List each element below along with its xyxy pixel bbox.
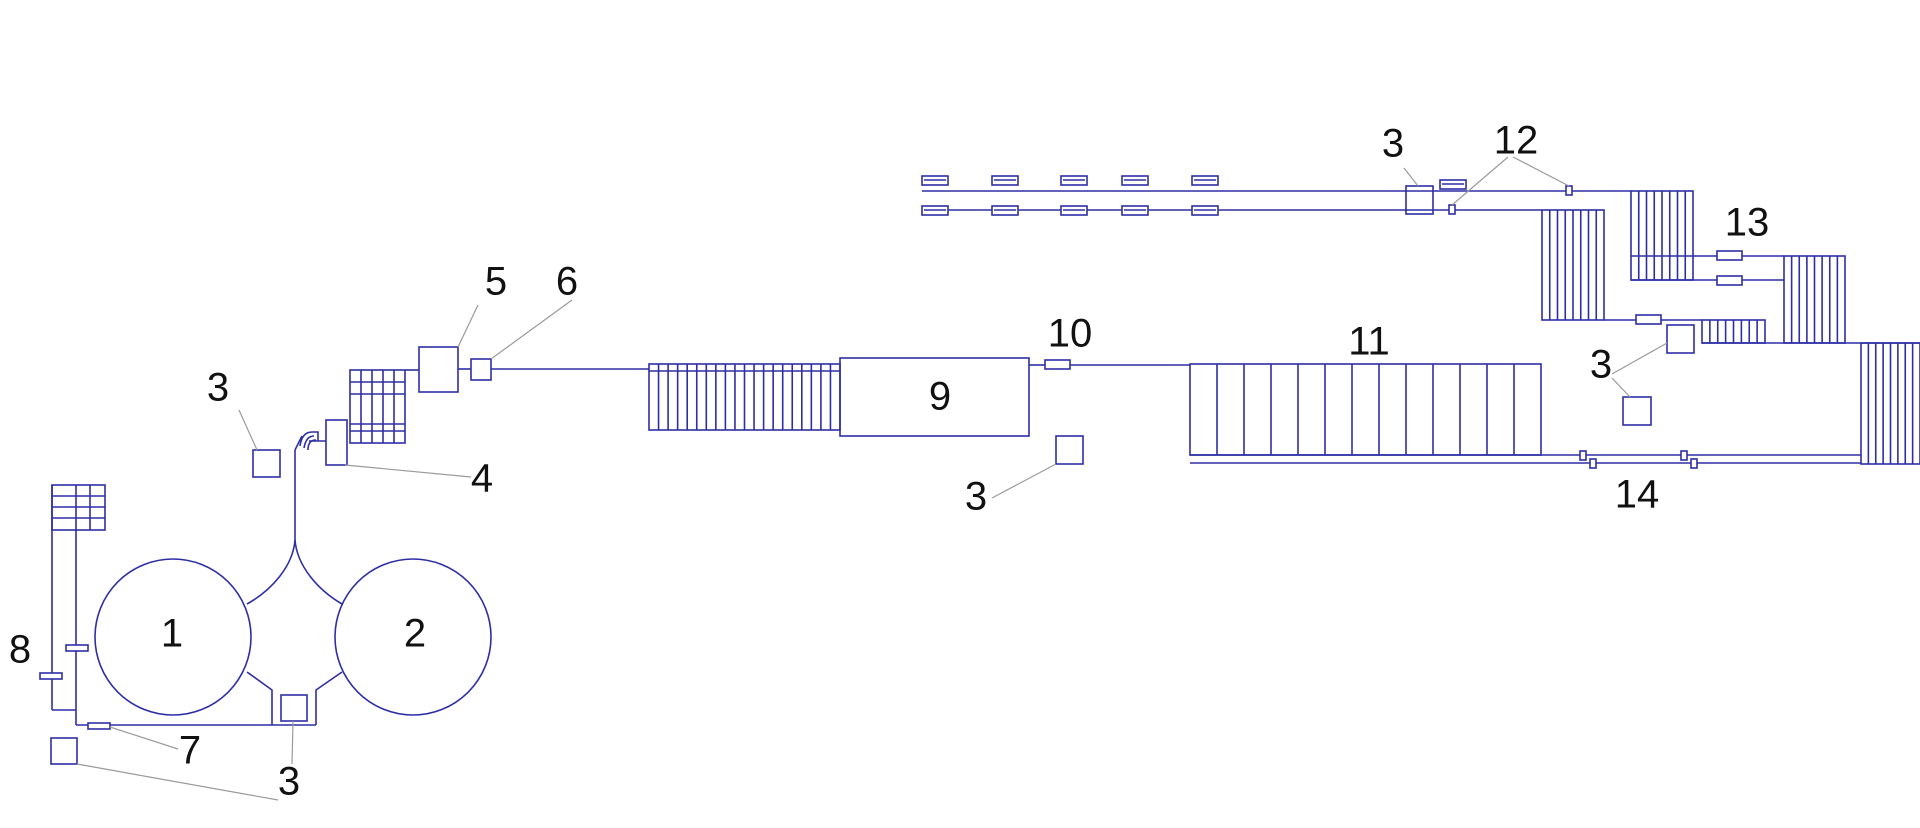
label-8: 8 — [9, 628, 31, 672]
box-3-top — [1405, 185, 1434, 215]
label-4: 4 — [471, 457, 493, 501]
grid-upper-right-dividers — [1637, 191, 1687, 280]
tank-2 — [334, 558, 492, 716]
unit-11-dividers — [1216, 364, 1515, 455]
valve-7 — [87, 722, 111, 730]
label-10: 10 — [1048, 312, 1093, 356]
pump-box — [280, 694, 308, 722]
label-5: 5 — [485, 260, 507, 304]
right-tall-dividers — [1867, 343, 1914, 464]
label-11: 11 — [1348, 320, 1390, 364]
leader-lines — [76, 156, 1668, 801]
box-3-center — [1055, 435, 1084, 465]
valve-14d — [1690, 458, 1698, 469]
small-box-left — [50, 737, 78, 765]
grid-small-right-dividers — [1709, 320, 1758, 343]
label-9: 9 — [929, 375, 951, 419]
valve-10 — [1044, 359, 1071, 370]
label-3-top: 3 — [1382, 122, 1404, 166]
box-3-right-a — [1666, 324, 1695, 354]
valve-14a — [1579, 450, 1587, 461]
label-3-bottom: 3 — [278, 760, 300, 804]
top-carriages — [921, 175, 1467, 216]
label-12: 12 — [1494, 119, 1539, 163]
unit-5-grid — [349, 369, 406, 444]
valve-12a — [1565, 185, 1573, 196]
valve-14b — [1589, 458, 1597, 469]
label-13: 13 — [1725, 201, 1770, 245]
valve-right — [1635, 314, 1662, 325]
tank-group — [76, 435, 492, 726]
unit-8-group — [39, 484, 111, 765]
grid-mid-right-dividers — [1548, 210, 1598, 320]
valve-8b — [65, 644, 89, 652]
box-9 — [839, 357, 1030, 437]
valve-13a — [1716, 250, 1743, 261]
label-2: 2 — [404, 612, 426, 656]
valve-8 — [39, 672, 63, 680]
tank-1 — [94, 558, 252, 716]
label-1: 1 — [161, 612, 183, 656]
conveyor-dividers — [657, 364, 832, 430]
box-3-right-b — [1622, 396, 1652, 426]
label-6: 6 — [556, 260, 578, 304]
valve-13b — [1716, 275, 1743, 286]
box-3-left — [252, 449, 281, 478]
valve-12b — [1448, 204, 1456, 215]
label-7: 7 — [179, 729, 201, 773]
unit-4-group — [299, 419, 348, 466]
top-conveyor — [922, 190, 1631, 211]
label-3-right: 3 — [1590, 343, 1612, 387]
grid-13-dividers — [1790, 256, 1839, 343]
label-3-center: 3 — [965, 475, 987, 519]
valve-14c — [1680, 450, 1688, 461]
label-14: 14 — [1615, 473, 1660, 517]
label-3-left: 3 — [207, 366, 229, 410]
